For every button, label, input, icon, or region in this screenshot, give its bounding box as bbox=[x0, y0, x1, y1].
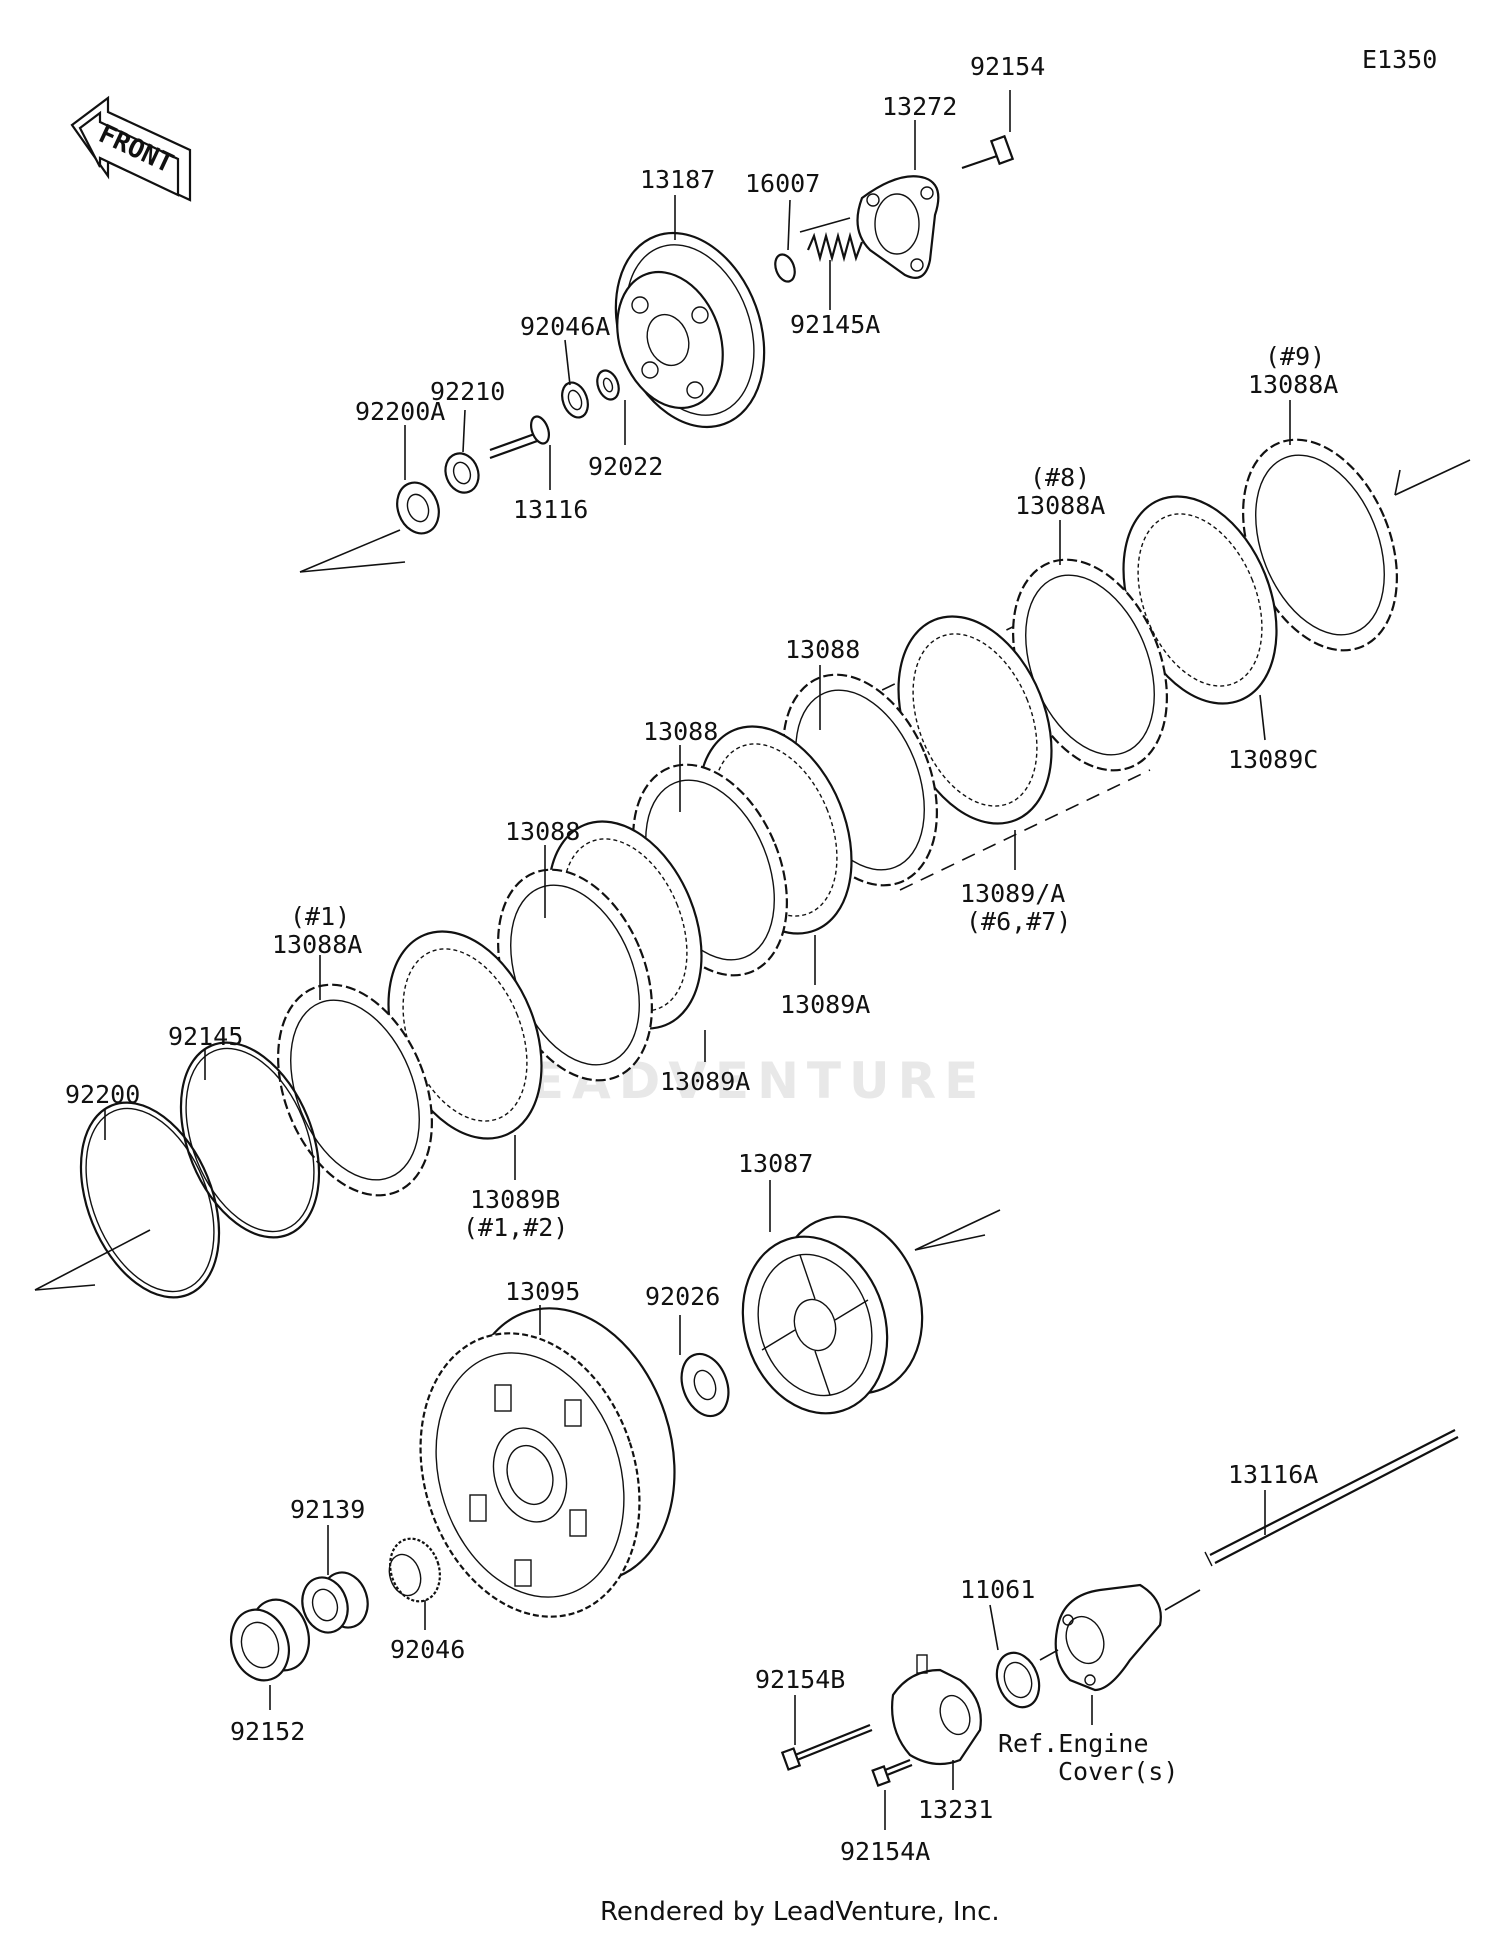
label-11061: 11061 bbox=[960, 1575, 1035, 1604]
label-92026: 92026 bbox=[645, 1282, 720, 1311]
label-13089-a: 13089/A bbox=[960, 879, 1065, 908]
bolt-92154B[interactable] bbox=[780, 1695, 873, 1771]
label-13089B-num: (#1,#2) bbox=[463, 1213, 568, 1242]
pushrod-13116[interactable] bbox=[489, 414, 552, 490]
label-92200A: 92200A bbox=[355, 397, 445, 426]
bearing-92046A[interactable] bbox=[558, 339, 593, 421]
label-13095: 13095 bbox=[505, 1277, 580, 1306]
label-13088-b: 13088 bbox=[643, 717, 718, 746]
label-p9-num: (#9) bbox=[1265, 342, 1325, 371]
bolt-92154[interactable] bbox=[961, 90, 1015, 170]
steel-plate-13089C[interactable] bbox=[1095, 474, 1306, 741]
friction-plate-9[interactable] bbox=[1214, 400, 1426, 673]
label-16007: 16007 bbox=[745, 169, 820, 198]
circlip-92200[interactable] bbox=[34, 1082, 246, 1318]
pressure-plate-13187[interactable] bbox=[590, 195, 790, 448]
label-13116: 13116 bbox=[513, 495, 588, 524]
nut-92210[interactable] bbox=[440, 409, 484, 497]
label-92022: 92022 bbox=[588, 452, 663, 481]
label-92139: 92139 bbox=[290, 1495, 365, 1524]
engine-cover-ref[interactable] bbox=[1054, 1583, 1162, 1725]
washer-92022[interactable] bbox=[593, 367, 626, 445]
needle-bearing-92046[interactable] bbox=[382, 1532, 447, 1630]
label-13089C: 13089C bbox=[1228, 745, 1318, 774]
footer-credit: Rendered by LeadVenture, Inc. bbox=[600, 1897, 1000, 1927]
washer-92026[interactable] bbox=[673, 1315, 736, 1423]
label-92154A: 92154A bbox=[840, 1837, 930, 1866]
collar-92139[interactable] bbox=[295, 1525, 374, 1638]
label-13089A-right: 13089A bbox=[780, 990, 870, 1019]
label-92145: 92145 bbox=[168, 1022, 243, 1051]
steel-plate-13089-a[interactable] bbox=[870, 594, 1081, 870]
label-13089-a-num: (#6,#7) bbox=[966, 907, 1071, 936]
release-cylinder-13231[interactable] bbox=[891, 1654, 982, 1790]
diagram-code: E1350 bbox=[1362, 45, 1437, 74]
front-arrow-icon: FRONT bbox=[70, 95, 192, 202]
label-13089B: 13089B bbox=[470, 1185, 560, 1214]
ref-label-line2: Cover(s) bbox=[1058, 1757, 1178, 1786]
label-p8-part: 13088A bbox=[1015, 491, 1105, 520]
label-p1-num: (#1) bbox=[290, 902, 350, 931]
label-92046A: 92046A bbox=[520, 312, 610, 341]
label-13088-c: 13088 bbox=[785, 635, 860, 664]
label-13231: 13231 bbox=[918, 1795, 993, 1824]
clutch-hub-13087[interactable] bbox=[721, 1180, 1001, 1432]
label-13087: 13087 bbox=[738, 1149, 813, 1178]
gasket-11061[interactable] bbox=[989, 1604, 1059, 1713]
label-92154: 92154 bbox=[970, 52, 1045, 81]
circlip-92200A[interactable] bbox=[299, 425, 446, 573]
label-p9-part: 13088A bbox=[1248, 370, 1338, 399]
label-92154B: 92154B bbox=[755, 1665, 845, 1694]
label-p8-num: (#8) bbox=[1030, 463, 1090, 492]
ref-label-line1: Ref.Engine bbox=[998, 1729, 1149, 1758]
label-92046: 92046 bbox=[390, 1635, 465, 1664]
spring-92145A[interactable] bbox=[806, 231, 864, 310]
rod-13116A[interactable] bbox=[1164, 1429, 1459, 1611]
ring-16007[interactable] bbox=[772, 199, 798, 284]
label-13088-a: 13088 bbox=[505, 817, 580, 846]
label-13272: 13272 bbox=[882, 92, 957, 121]
label-13089A-left: 13089A bbox=[660, 1067, 750, 1096]
label-92145A: 92145A bbox=[790, 310, 880, 339]
label-92200: 92200 bbox=[65, 1080, 140, 1109]
plate-13272[interactable] bbox=[799, 120, 940, 279]
label-p1-part: 13088A bbox=[272, 930, 362, 959]
label-92152: 92152 bbox=[230, 1717, 305, 1746]
label-92210: 92210 bbox=[430, 377, 505, 406]
bolt-92154A[interactable] bbox=[871, 1758, 913, 1830]
label-13187: 13187 bbox=[640, 165, 715, 194]
sleeve-92152[interactable] bbox=[222, 1592, 318, 1710]
clutch-housing-13095[interactable] bbox=[385, 1281, 708, 1645]
label-13116A: 13116A bbox=[1228, 1460, 1318, 1489]
ring-92145[interactable] bbox=[154, 1022, 345, 1258]
